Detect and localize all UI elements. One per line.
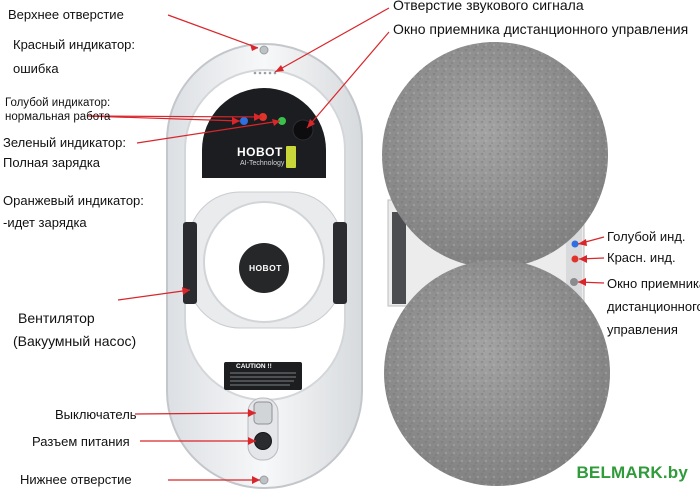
caution-text-lines — [230, 372, 296, 386]
label-fan: Вентилятор — [18, 310, 95, 326]
label-power-socket: Разъем питания — [32, 434, 130, 449]
label-orange-indicator: Оранжевый индикатор: — [3, 193, 144, 208]
side-blue-led — [571, 240, 579, 248]
label-side-remote-1: Окно приемника — [607, 276, 700, 291]
device-brand-accent — [286, 146, 296, 168]
fan-left-slot — [183, 222, 197, 304]
label-green-indicator: Зеленый индикатор: — [3, 135, 126, 150]
label-side-remote-3: управления — [607, 322, 678, 337]
power-socket — [254, 432, 272, 450]
label-switch: Выключатель — [55, 407, 137, 422]
top-pad-texture — [382, 42, 608, 268]
sound-holes — [253, 71, 277, 75]
bottom-hole — [259, 475, 269, 485]
watermark: BELMARK.by — [576, 463, 688, 482]
top-hole — [259, 45, 269, 55]
label-green-meaning: Полная зарядка — [3, 155, 101, 170]
green-led — [278, 117, 286, 125]
label-sound-hole: Отверстие звукового сигнала — [393, 0, 584, 13]
label-side-red: Красн. инд. — [607, 250, 676, 265]
leader-arrowheads — [182, 44, 587, 484]
fan-cap-logo: HOBOT — [249, 263, 282, 273]
label-side-blue: Голубой инд. — [607, 229, 686, 244]
label-vacuum-pump: (Вакуумный насос) — [13, 333, 137, 349]
bottom-pad-texture — [384, 260, 610, 486]
side-red-led — [571, 255, 579, 263]
back-side-left — [392, 212, 406, 304]
side-remote-window — [570, 278, 578, 286]
red-led — [259, 113, 267, 121]
blue-led — [240, 117, 248, 125]
fan-right-slot — [333, 222, 347, 304]
label-blue-meaning: нормальная работа — [5, 111, 111, 123]
label-red-indicator: Красный индикатор: — [13, 37, 136, 52]
label-blue-indicator: Голубой индикатор: — [5, 97, 111, 109]
label-bottom-hole: Нижнее отверстие — [20, 472, 132, 487]
label-orange-meaning: -идет зарядка — [3, 215, 87, 230]
label-top-hole: Верхнее отверстие — [8, 7, 124, 22]
caution-title: CAUTION !! — [236, 363, 272, 370]
device-sub-brand: AI-Technology — [240, 160, 285, 167]
device-brand: HOBOT — [237, 145, 283, 159]
label-remote-window: Окно приемника дистанционного управления — [393, 21, 689, 37]
caution-plate — [224, 362, 302, 390]
front-robot — [166, 43, 363, 489]
fan-center-cap — [239, 243, 289, 293]
power-switch[interactable] — [253, 401, 273, 425]
back-robot — [382, 42, 610, 486]
label-side-remote-2: дистанционного — [607, 299, 700, 314]
label-red-meaning: ошибка — [13, 61, 59, 76]
